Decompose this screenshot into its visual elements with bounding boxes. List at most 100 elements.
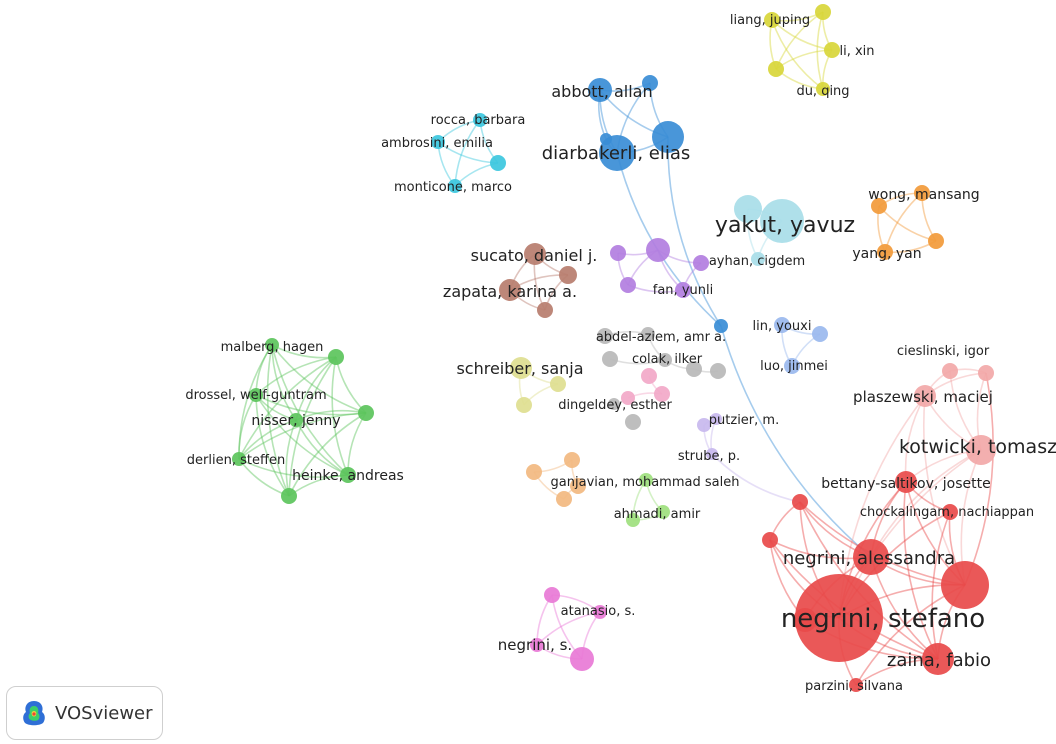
node-pch-b[interactable] <box>564 452 580 468</box>
node-du-qing[interactable] <box>816 82 830 96</box>
node-yel-b[interactable] <box>768 61 784 77</box>
node-label-sucato-daniel: sucato, daniel j. <box>471 246 598 265</box>
node-gry-b[interactable] <box>602 351 618 367</box>
node-pur-a[interactable] <box>610 245 626 261</box>
node-yakut-yavuz[interactable] <box>760 199 804 243</box>
node-ambrosini-emilia[interactable] <box>431 135 445 149</box>
node-zaina-fabio[interactable] <box>922 643 954 675</box>
node-red-d[interactable] <box>793 608 817 632</box>
node-pur-d[interactable] <box>620 277 636 293</box>
node-nisser-jenny[interactable] <box>289 413 303 427</box>
node-org-a[interactable] <box>871 198 887 214</box>
node-negrini-stefano[interactable] <box>795 574 883 662</box>
node-pink-a[interactable] <box>641 368 657 384</box>
node-label-negrini-s: negrini, s. <box>498 636 572 654</box>
node-blue-tiny[interactable] <box>714 319 728 333</box>
node-olv-b[interactable] <box>516 397 532 413</box>
node-lred-a[interactable] <box>942 363 958 379</box>
node-cieslinski-igor[interactable] <box>978 365 994 381</box>
node-pink-b[interactable] <box>654 386 670 402</box>
node-grn-a[interactable] <box>328 349 344 365</box>
node-monticone-marco[interactable] <box>448 179 462 193</box>
link-blue_b-blue_tiny <box>667 136 722 327</box>
node-schreiber-sanja[interactable] <box>510 357 532 379</box>
node-abdel-aziem[interactable] <box>641 327 655 341</box>
node-pur-b[interactable] <box>646 238 670 262</box>
node-cyan-a[interactable] <box>490 155 506 171</box>
node-gry-a[interactable] <box>597 328 613 344</box>
node-per-a[interactable] <box>812 326 828 342</box>
node-blue-b[interactable] <box>652 121 684 153</box>
node-label-ambrosini-emilia: ambrosini, emilia <box>381 136 493 151</box>
node-org-b[interactable] <box>928 233 944 249</box>
node-ayhan-cigdem[interactable] <box>751 252 765 266</box>
node-pch-a[interactable] <box>526 464 542 480</box>
node-dingeldey-esther[interactable] <box>608 398 620 410</box>
node-red-a[interactable] <box>792 494 808 510</box>
link-plaszewski_maciej-red_c <box>922 395 966 586</box>
node-ganjavian[interactable] <box>639 473 653 487</box>
node-drossel-welf[interactable] <box>249 388 263 402</box>
node-mag-a[interactable] <box>544 587 560 603</box>
node-rocca-barbara[interactable] <box>473 113 487 127</box>
node-lin-youxi[interactable] <box>774 317 790 333</box>
node-brn-a[interactable] <box>559 266 577 284</box>
link-grn_a-drossel_welf <box>255 356 337 396</box>
node-lcyan-a[interactable] <box>734 195 762 223</box>
node-luo-jinmei[interactable] <box>784 358 800 374</box>
node-label-cieslinski-igor: cieslinski, igor <box>897 344 990 359</box>
node-putzier-m[interactable] <box>710 413 722 425</box>
node-atanasio-s[interactable] <box>593 605 607 619</box>
node-blue-a[interactable] <box>642 75 658 91</box>
node-layer <box>232 4 996 692</box>
node-pch-d[interactable] <box>556 491 572 507</box>
node-blue-c[interactable] <box>600 133 612 145</box>
node-label-heinke-andreas: heinke, andreas <box>292 468 404 484</box>
node-colak-ilker[interactable] <box>658 353 672 367</box>
node-derlien-steffen[interactable] <box>232 452 246 466</box>
node-gry-e[interactable] <box>625 414 641 430</box>
node-red-c[interactable] <box>941 561 989 609</box>
node-ahmadi-amir[interactable] <box>626 513 640 527</box>
node-label-li-xin: li, xin <box>839 44 874 59</box>
node-pch-c[interactable] <box>570 478 586 494</box>
node-sucato-daniel[interactable] <box>524 243 546 265</box>
node-mag-b[interactable] <box>570 647 594 671</box>
node-label-derlien-steffen: derlien, steffen <box>187 453 285 468</box>
node-label-negrini-stefano: negrini, stefano <box>781 604 985 634</box>
node-brn-b[interactable] <box>537 302 553 318</box>
node-gry-c[interactable] <box>686 361 702 377</box>
node-negrini-s[interactable] <box>530 638 544 652</box>
node-zapata-karina[interactable] <box>499 279 521 301</box>
node-bettany-saltikov[interactable] <box>895 471 917 493</box>
node-grn-b[interactable] <box>358 405 374 421</box>
link-kotwicki_tomasz-negrini_alessandra <box>870 449 982 558</box>
node-lav-a[interactable] <box>697 418 711 432</box>
node-gry-d[interactable] <box>710 363 726 379</box>
link-malberg_hagen-grn_b <box>271 344 367 414</box>
node-wong-mansang[interactable] <box>914 185 930 201</box>
node-malberg-hagen[interactable] <box>265 338 279 352</box>
node-label-zapata-karina: zapata, karina a. <box>443 282 577 301</box>
node-kotwicki-tomasz[interactable] <box>966 435 996 465</box>
node-yel-a[interactable] <box>815 4 831 20</box>
node-heinke-andreas[interactable] <box>340 467 356 483</box>
node-li-xin[interactable] <box>824 42 840 58</box>
node-fan-yunli[interactable] <box>675 282 691 298</box>
node-pink-c[interactable] <box>621 391 635 405</box>
node-strube-p[interactable] <box>706 448 718 460</box>
node-lgr-a[interactable] <box>656 505 670 519</box>
node-parzini-silvana[interactable] <box>849 678 863 692</box>
node-grn-c[interactable] <box>281 488 297 504</box>
node-pur-c[interactable] <box>693 255 709 271</box>
node-liang-juping[interactable] <box>764 12 780 28</box>
node-abbott-allan[interactable] <box>588 78 612 102</box>
node-chockalingam[interactable] <box>942 504 958 520</box>
node-negrini-alessandra[interactable] <box>853 539 889 575</box>
node-yang-yan[interactable] <box>877 244 893 260</box>
node-red-b[interactable] <box>762 532 778 548</box>
node-plaszewski-maciej[interactable] <box>914 385 936 407</box>
node-label-nisser-jenny: nisser, jenny <box>251 413 340 429</box>
node-olv-a[interactable] <box>550 376 566 392</box>
